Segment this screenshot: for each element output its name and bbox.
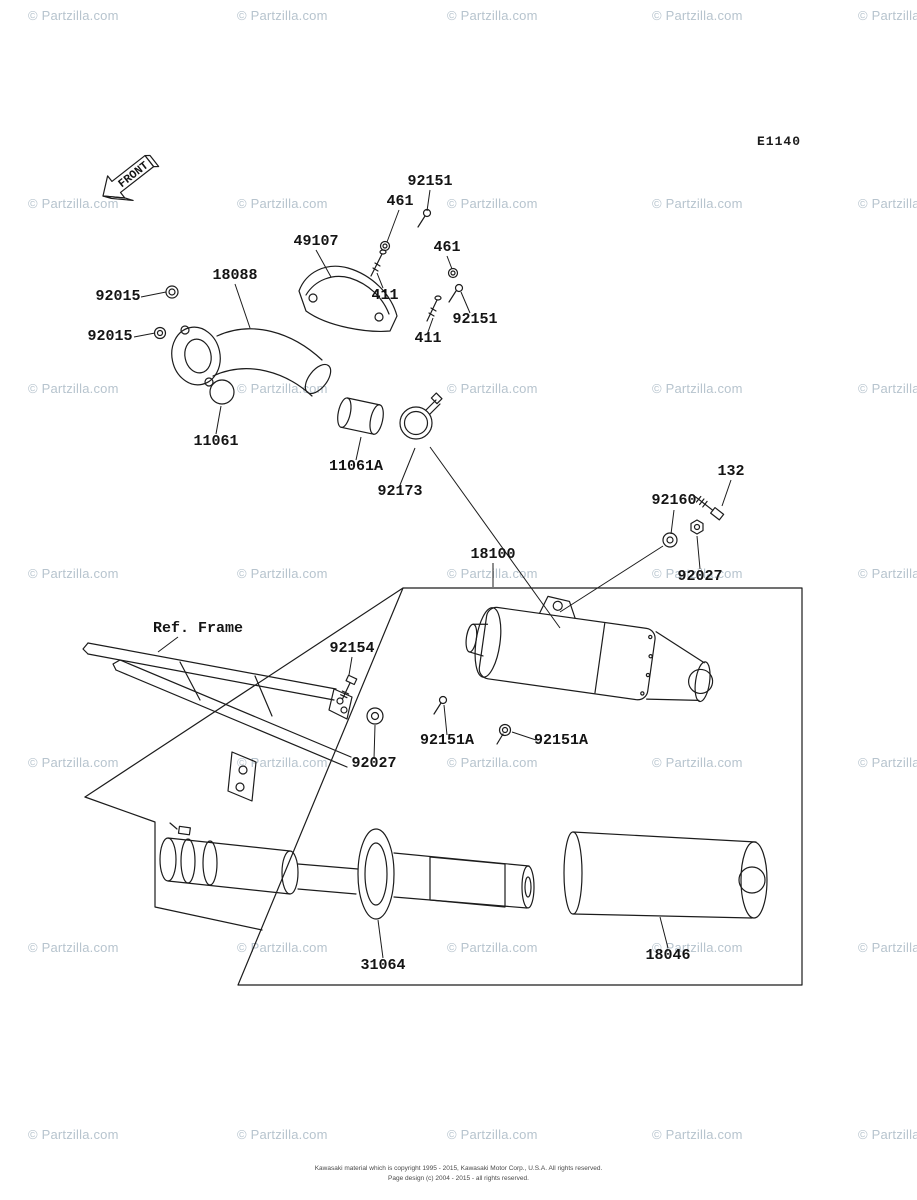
watermark-text: © Partzilla.com	[858, 755, 917, 770]
ref-frame-drawing	[82, 642, 353, 802]
watermark-text: © Partzilla.com	[652, 940, 743, 955]
pipe-sleeve-drawing	[337, 397, 384, 435]
diagram-code: E1140	[757, 134, 802, 149]
part-label-132[interactable]: 132	[717, 463, 744, 480]
part-label-92154[interactable]: 92154	[329, 640, 374, 657]
watermark-text: © Partzilla.com	[858, 1127, 917, 1142]
clamp-drawing	[399, 392, 443, 440]
part-label-18088[interactable]: 18088	[212, 267, 257, 284]
small-screws-drawing	[433, 695, 512, 745]
watermark-text: © Partzilla.com	[652, 566, 743, 581]
part-label-ref-frame[interactable]: Ref. Frame	[153, 620, 243, 637]
shield-fasteners-drawing	[370, 208, 464, 322]
part-label-92151A-1[interactable]: 92151A	[420, 732, 474, 749]
part-label-92027-2[interactable]: 92027	[351, 755, 396, 772]
part-label-31064[interactable]: 31064	[360, 957, 405, 974]
watermark-text: © Partzilla.com	[237, 196, 328, 211]
part-label-18046[interactable]: 18046	[645, 947, 690, 964]
watermark-text: © Partzilla.com	[28, 1127, 119, 1142]
copyright-footer: Kawasaki material which is copyright 199…	[0, 1164, 917, 1185]
part-labels: 92151 461 49107 461 411 18088 92151 9201…	[87, 173, 744, 974]
watermark-text: © Partzilla.com	[447, 1127, 538, 1142]
lower-silencer-drawing	[159, 822, 535, 920]
watermark-text: © Partzilla.com	[447, 755, 538, 770]
frame-bolt-drawing	[340, 674, 358, 700]
part-label-92015-2[interactable]: 92015	[87, 328, 132, 345]
watermark-text: © Partzilla.com	[447, 8, 538, 23]
part-label-92151-2[interactable]: 92151	[452, 311, 497, 328]
part-label-461-2[interactable]: 461	[433, 239, 460, 256]
part-label-92160[interactable]: 92160	[651, 492, 696, 509]
watermark-text: © Partzilla.com	[858, 8, 917, 23]
part-label-11061A[interactable]: 11061A	[329, 458, 383, 475]
part-label-49107[interactable]: 49107	[293, 233, 338, 250]
watermark-text: © Partzilla.com	[237, 1127, 328, 1142]
muffler-mount-fasteners-drawing	[662, 495, 725, 548]
watermark-text: © Partzilla.com	[28, 196, 119, 211]
watermark-text: © Partzilla.com	[28, 755, 119, 770]
watermark-text: © Partzilla.com	[858, 381, 917, 396]
front-arrow-face	[102, 154, 155, 199]
header-pipe-drawing	[171, 325, 332, 397]
watermark-text: © Partzilla.com	[28, 381, 119, 396]
copyright-line2: Page design (c) 2004 - 2015 - all rights…	[388, 1175, 529, 1183]
watermark-text: © Partzilla.com	[652, 8, 743, 23]
part-label-11061[interactable]: 11061	[193, 433, 238, 450]
muffler-body-drawing	[465, 595, 714, 703]
front-arrow-side	[102, 195, 134, 202]
part-label-92173[interactable]: 92173	[377, 483, 422, 500]
leader-lines	[133, 189, 732, 959]
watermark-text: © Partzilla.com	[237, 755, 328, 770]
watermark-text: © Partzilla.com	[237, 381, 328, 396]
watermark-text: © Partzilla.com	[447, 381, 538, 396]
watermark-text: © Partzilla.com	[237, 8, 328, 23]
watermark-text: © Partzilla.com	[652, 381, 743, 396]
part-label-411-1[interactable]: 411	[371, 287, 398, 304]
watermark-text: © Partzilla.com	[28, 566, 119, 581]
heat-shield-drawing	[298, 265, 398, 332]
part-label-92015-1[interactable]: 92015	[95, 288, 140, 305]
watermark-text: © Partzilla.com	[28, 8, 119, 23]
watermark-text: © Partzilla.com	[858, 940, 917, 955]
front-arrow: FRONT	[102, 154, 160, 202]
watermark-text: © Partzilla.com	[28, 940, 119, 955]
watermark-text: © Partzilla.com	[652, 196, 743, 211]
part-label-92027-1[interactable]: 92027	[677, 568, 722, 585]
part-label-461-1[interactable]: 461	[386, 193, 413, 210]
o-ring-drawing	[209, 379, 235, 405]
watermark-text: © Partzilla.com	[652, 755, 743, 770]
watermark-text: © Partzilla.com	[858, 196, 917, 211]
watermark-text: © Partzilla.com	[858, 566, 917, 581]
part-label-18100[interactable]: 18100	[470, 546, 515, 563]
muffler-cover-drawing	[563, 831, 768, 919]
panel-outlines	[84, 587, 803, 986]
watermark-text: © Partzilla.com	[447, 196, 538, 211]
watermark-text: © Partzilla.com	[652, 1127, 743, 1142]
part-label-411-2[interactable]: 411	[414, 330, 441, 347]
watermark-text: © Partzilla.com	[237, 940, 328, 955]
watermark-text: © Partzilla.com	[447, 940, 538, 955]
part-label-92151-1[interactable]: 92151	[407, 173, 452, 190]
washer-drawing	[366, 707, 384, 725]
watermark-text: © Partzilla.com	[237, 566, 328, 581]
part-label-92151A-2[interactable]: 92151A	[534, 732, 588, 749]
copyright-line1: Kawasaki material which is copyright 199…	[314, 1165, 603, 1172]
watermark-text: © Partzilla.com	[447, 566, 538, 581]
